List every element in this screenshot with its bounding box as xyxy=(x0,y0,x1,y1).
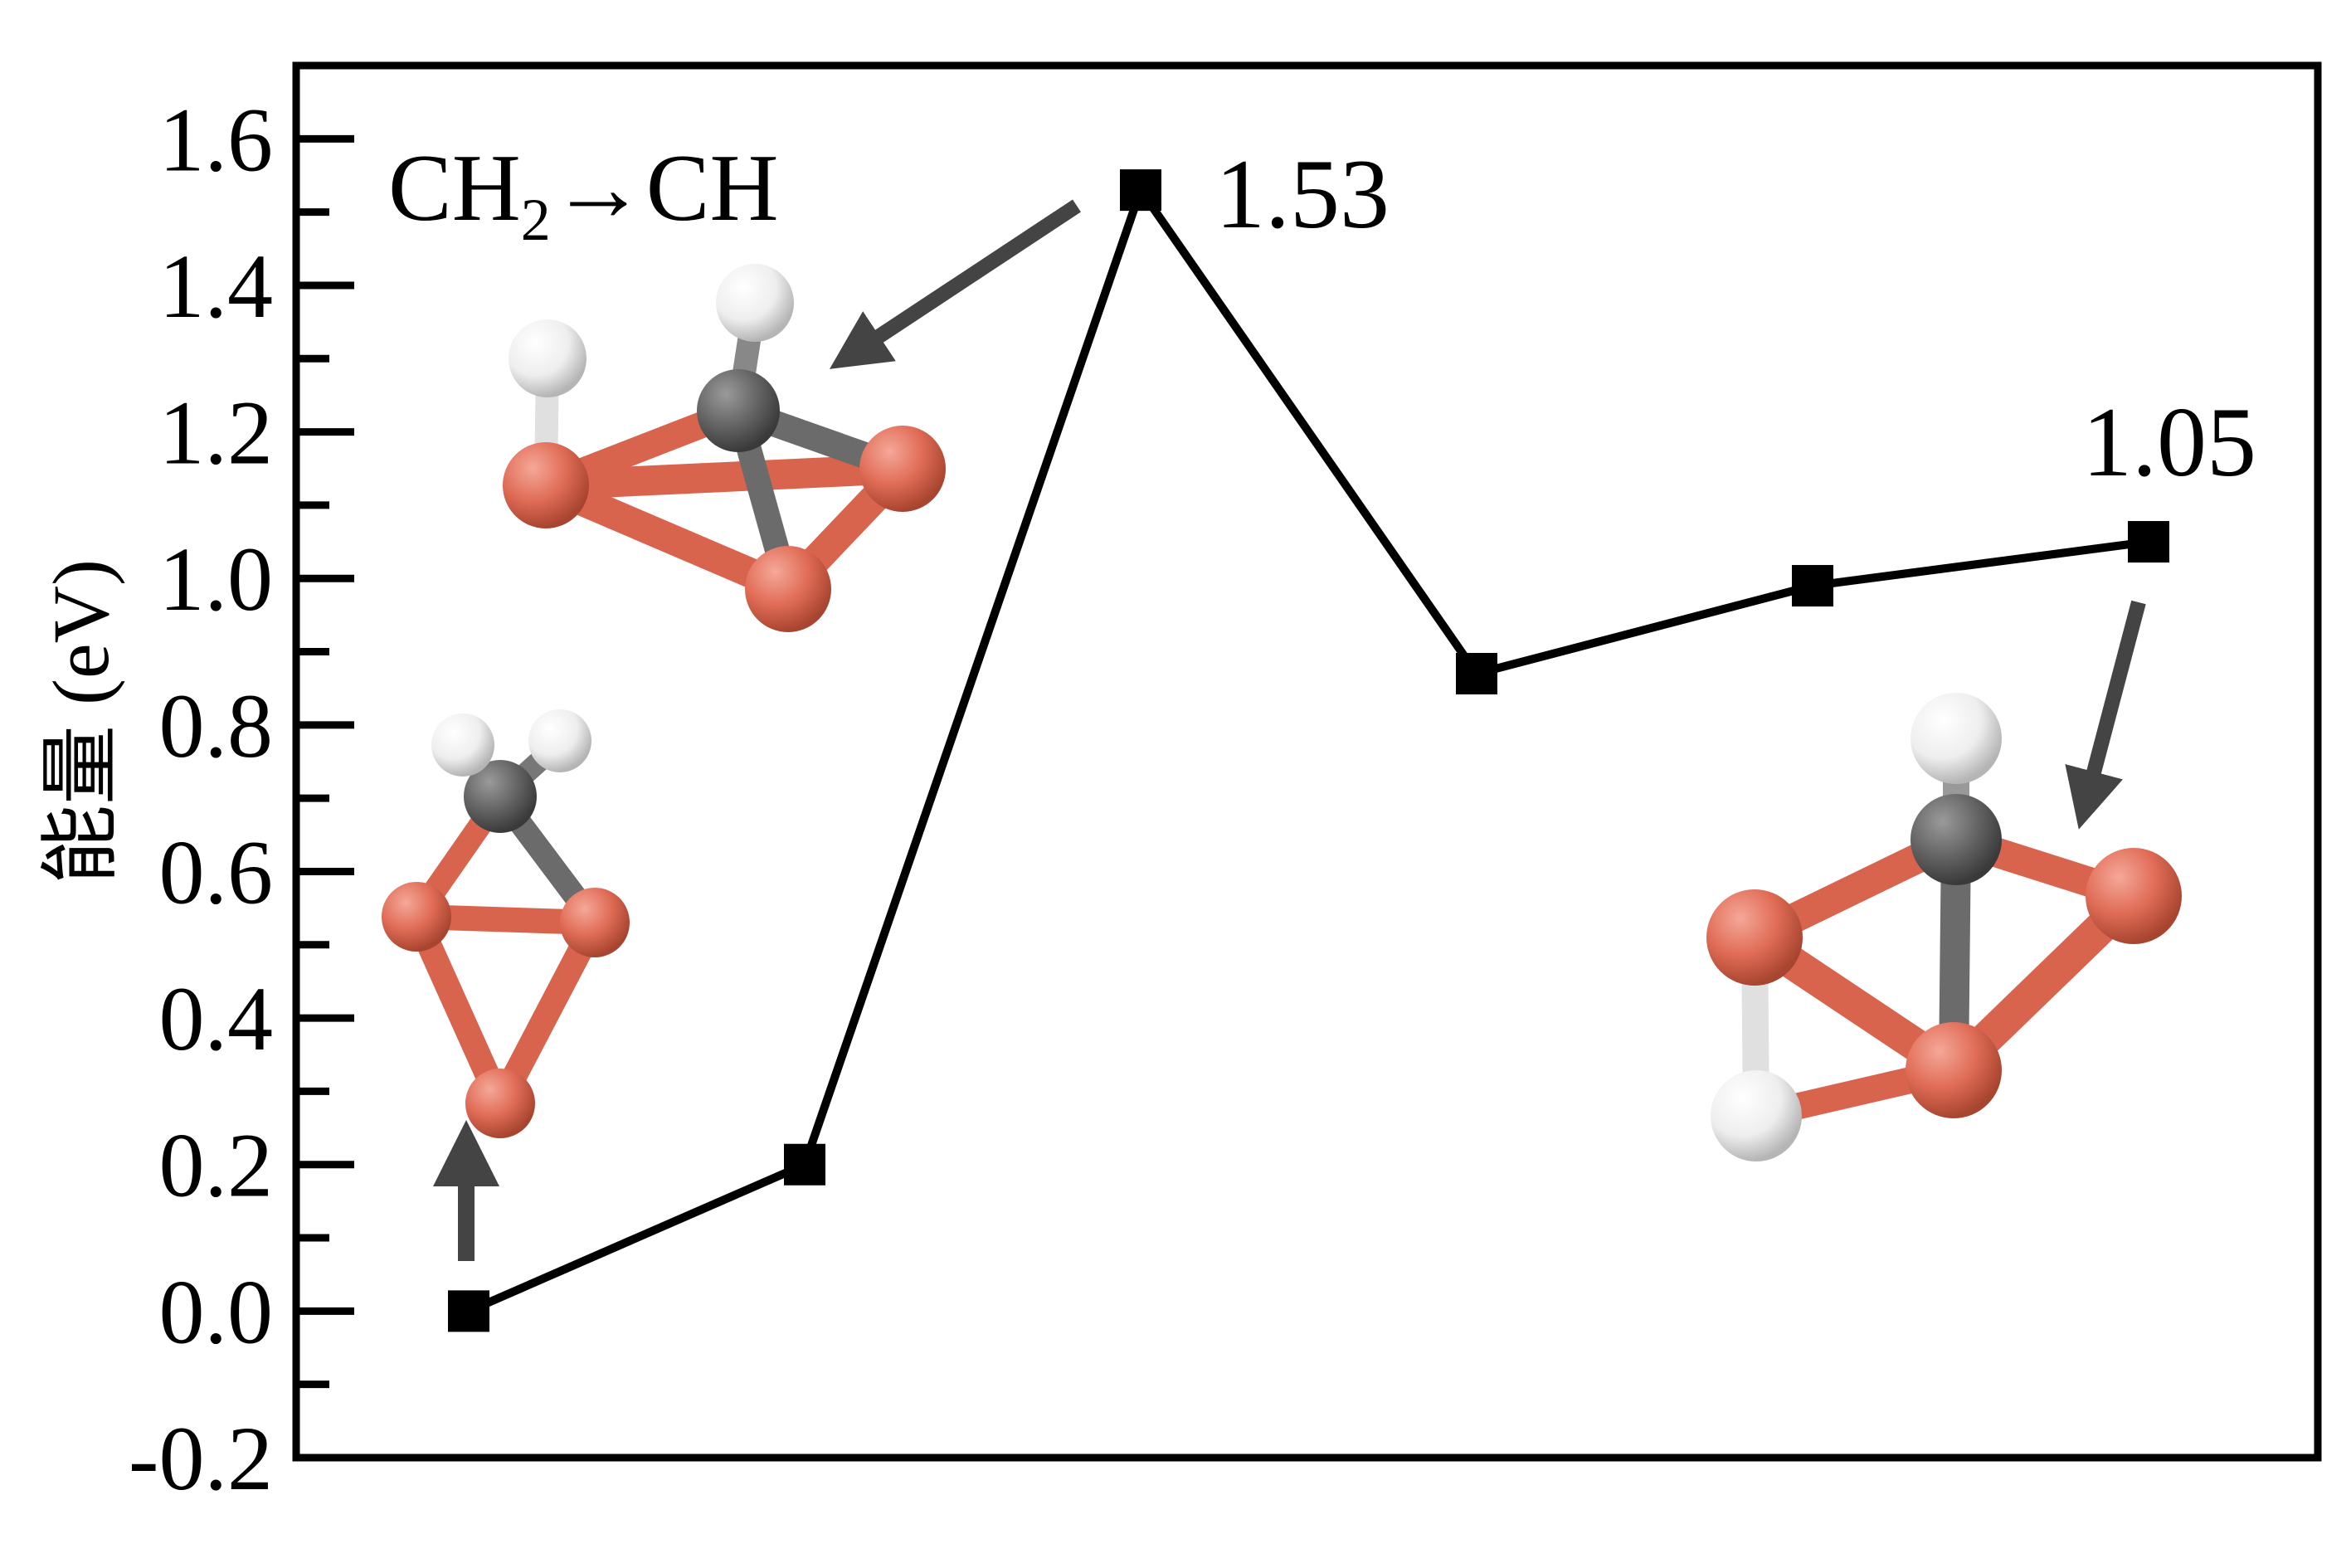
arrow-to-transition-structure xyxy=(829,199,1081,369)
series-line xyxy=(467,181,2149,1315)
y-tick-label: 0.6 xyxy=(159,821,274,923)
data-point-marker xyxy=(2128,521,2169,563)
title-main: CH xyxy=(388,135,521,241)
final-state-structure xyxy=(1706,693,2182,1161)
transition-state-structure xyxy=(503,264,946,632)
y-tick-label: -0.2 xyxy=(129,1408,273,1509)
plot-frame xyxy=(292,61,2322,1462)
y-axis-label: 能量 (eV) xyxy=(37,559,125,884)
data-point-marker xyxy=(1120,169,1161,212)
data-point-marker xyxy=(1792,565,1833,607)
arrow-to-final-structure xyxy=(2065,600,2146,830)
y-tick-label: 0.4 xyxy=(159,968,274,1069)
y-tick-label: 1.0 xyxy=(159,528,274,630)
y-tick-label: 1.4 xyxy=(159,236,274,337)
data-point-marker xyxy=(1456,653,1497,695)
annotation-final-value: 1.05 xyxy=(2082,387,2256,497)
title-subscript: 2 xyxy=(521,187,551,253)
annotation-peak-value: 1.53 xyxy=(1215,139,1390,249)
initial-state-structure xyxy=(382,709,630,1138)
y-tick-label: 1.6 xyxy=(159,89,274,190)
data-point-marker xyxy=(448,1290,489,1332)
y-tick-label: 0.8 xyxy=(159,675,274,777)
y-tick-label: 1.2 xyxy=(159,382,274,484)
y-axis-ticks xyxy=(296,61,354,1462)
data-point-marker xyxy=(784,1143,825,1186)
series-markers xyxy=(448,169,2169,1332)
title-rest: →CH xyxy=(551,135,779,241)
y-axis-tick-labels: -0.2 0.0 0.2 0.4 0.6 0.8 1.0 1.2 1.4 1.6 xyxy=(129,89,273,1509)
chart-title: CH2→CH xyxy=(388,135,779,253)
y-tick-label: 0.2 xyxy=(159,1115,274,1216)
y-tick-label: 0.0 xyxy=(159,1261,274,1362)
